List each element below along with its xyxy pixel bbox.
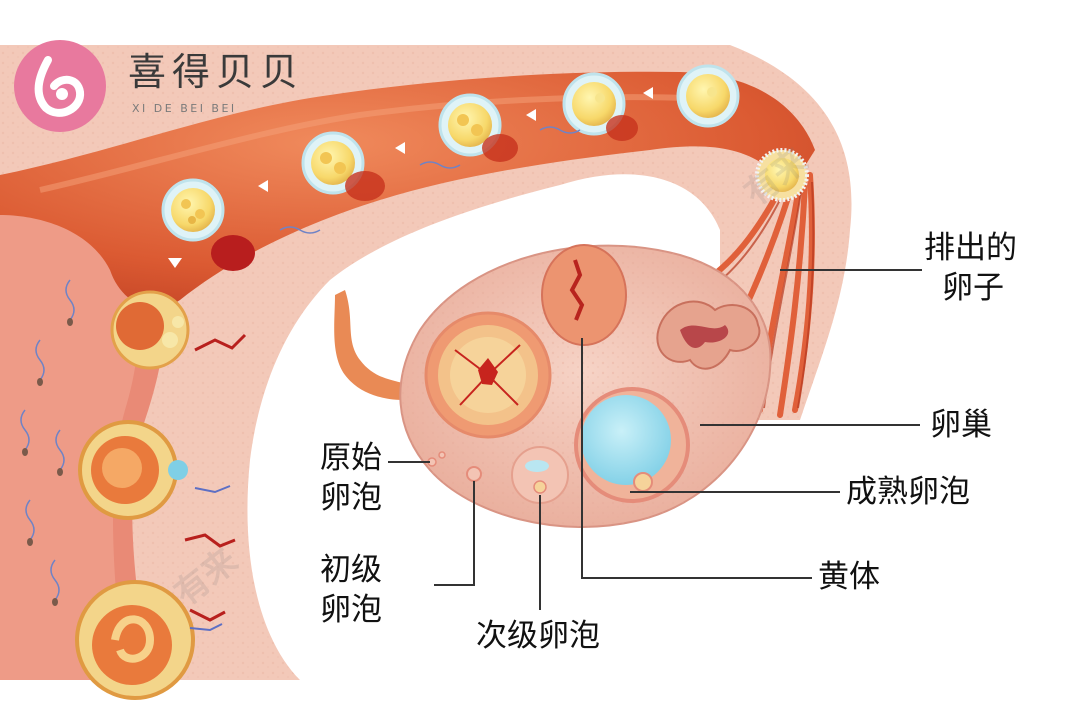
secondary-follicle-shape xyxy=(511,446,569,504)
primordial-follicle-shapes xyxy=(427,451,446,467)
large-developing-follicle xyxy=(424,311,552,439)
mature-follicle-shape xyxy=(574,387,690,503)
blue-vessels xyxy=(189,485,231,632)
embryo-stages xyxy=(75,290,195,700)
uterine-lining xyxy=(0,199,139,681)
brand-pinyin: XI DE BEI BEI xyxy=(132,102,237,115)
label-mature-follicle: 成熟卵泡 xyxy=(846,474,970,510)
brand-name: 喜得贝贝 xyxy=(128,50,305,94)
corpus-luteum-shape xyxy=(541,244,627,346)
label-secondary-follicle: 次级卵泡 xyxy=(476,618,600,654)
direction-arrows xyxy=(168,87,653,268)
sperm-heads xyxy=(22,318,73,606)
label-released-egg: 排出的 卵子 xyxy=(924,230,1017,306)
egg-sequence xyxy=(161,64,809,271)
primary-follicle-shape xyxy=(466,466,482,482)
label-corpus-luteum: 黄体 xyxy=(818,559,880,595)
label-ovary: 卵巢 xyxy=(930,407,992,443)
blood-vessels xyxy=(184,333,247,622)
label-primary-follicle: 初级 卵泡 xyxy=(320,552,382,628)
leader-lines xyxy=(388,269,922,610)
label-primordial-follicle: 原始 卵泡 xyxy=(320,440,382,516)
corpus-albicans-core xyxy=(680,325,729,349)
ovarian-ligament xyxy=(334,290,410,400)
brand-logo xyxy=(14,40,106,132)
sperm-cells xyxy=(20,126,581,601)
